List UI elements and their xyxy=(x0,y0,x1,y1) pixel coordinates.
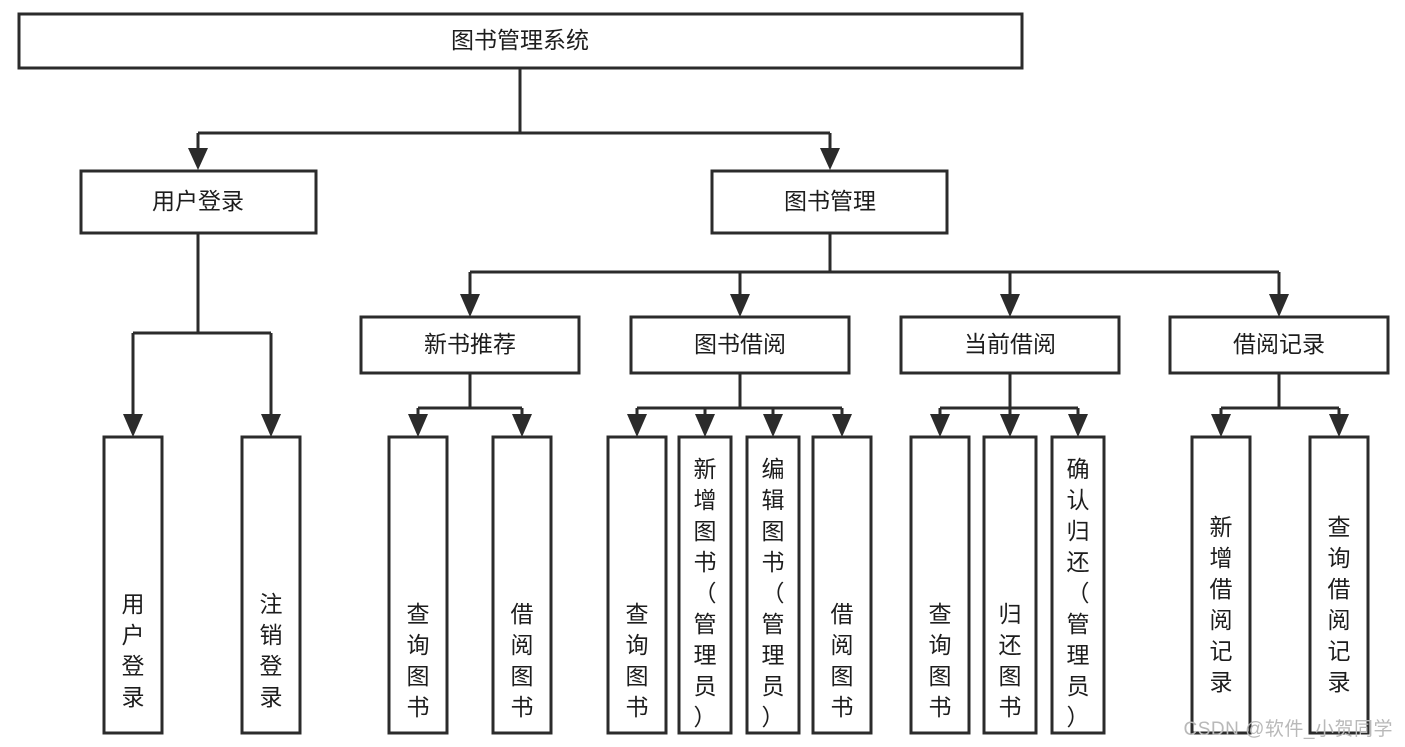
node-leaf-edit-book-box[interactable] xyxy=(745,435,801,735)
node-new-book-recommend[interactable]: 新书推荐 xyxy=(359,315,581,375)
node-book-management[interactable]: 图书管理 xyxy=(710,169,949,235)
node-user-login-box[interactable] xyxy=(79,169,318,235)
node-leaf-query-book-nbr-label: 查询图书 xyxy=(407,601,430,720)
node-leaf-confirm-return-label: 确认归还（管理员） xyxy=(1067,456,1090,730)
arrowhead-l3-3 xyxy=(1000,294,1020,317)
node-root[interactable]: 图书管理系统 xyxy=(17,12,1024,70)
node-borrow-record[interactable]: 借阅记录 xyxy=(1168,315,1390,375)
node-leaf-borrow-book-nbr-label: 借阅图书 xyxy=(511,601,534,720)
connector-group-bookmgmt xyxy=(460,233,1289,317)
node-borrow-record-box[interactable] xyxy=(1168,315,1390,375)
arrowhead-l3-1 xyxy=(460,294,480,317)
node-leaf-user-logout-box[interactable] xyxy=(240,435,302,735)
node-book-management-label: 图书管理 xyxy=(784,188,876,214)
node-leaf-confirm-return-box[interactable] xyxy=(1050,435,1106,735)
node-book-management-box[interactable] xyxy=(710,169,949,235)
node-leaf-user-login-label: 用户登录 xyxy=(122,591,145,710)
connector-group-newbook xyxy=(408,373,532,437)
node-leaf-user-login[interactable]: 用户登录 xyxy=(102,435,164,735)
arrowhead-l3-4 xyxy=(1269,294,1289,317)
node-leaf-borrow-book-nbr-box[interactable] xyxy=(491,435,553,735)
node-leaf-query-borrow-record-label: 查询借阅记录 xyxy=(1328,514,1351,695)
node-leaf-edit-book[interactable]: 编辑图书（管理员） xyxy=(745,435,801,735)
node-leaf-edit-book-label: 编辑图书（管理员） xyxy=(762,456,785,730)
node-leaf-user-login-box[interactable] xyxy=(102,435,164,735)
node-leaf-query-book-cb-label: 查询图书 xyxy=(929,601,952,720)
arrowhead-leaf-borrow-2 xyxy=(695,414,715,437)
node-leaf-query-book-nbr-box[interactable] xyxy=(387,435,449,735)
node-user-login-label: 用户登录 xyxy=(152,188,244,214)
node-leaf-borrow-book-bb[interactable]: 借阅图书 xyxy=(811,435,873,735)
node-leaf-return-book-box[interactable] xyxy=(982,435,1038,735)
node-user-login[interactable]: 用户登录 xyxy=(79,169,318,235)
arrowhead-userlogin xyxy=(188,148,208,170)
arrowhead-leaf-record-1 xyxy=(1211,414,1231,437)
node-leaf-borrow-book-bb-box[interactable] xyxy=(811,435,873,735)
node-leaf-borrow-book-bb-label: 借阅图书 xyxy=(831,601,854,720)
node-leaf-return-book-label: 归还图书 xyxy=(999,601,1022,720)
node-leaf-query-borrow-record[interactable]: 查询借阅记录 xyxy=(1308,435,1370,735)
arrowhead-l3-2 xyxy=(730,294,750,317)
node-leaf-add-borrow-record[interactable]: 新增借阅记录 xyxy=(1190,435,1252,735)
arrowhead-leaf-user-1 xyxy=(123,414,143,437)
arrowhead-leaf-borrow-3 xyxy=(763,414,783,437)
node-leaf-user-logout-label: 注销登录 xyxy=(260,591,283,710)
node-leaf-query-borrow-record-box[interactable] xyxy=(1308,435,1370,735)
node-leaf-user-logout[interactable]: 注销登录 xyxy=(240,435,302,735)
connector-group-current xyxy=(930,373,1088,437)
arrowhead-leaf-current-2 xyxy=(1000,414,1020,437)
arrowhead-leaf-borrow-1 xyxy=(627,414,647,437)
connector-group-userlogin xyxy=(123,233,281,437)
node-leaf-query-book-bb-label: 查询图书 xyxy=(626,601,649,720)
node-book-borrow-box[interactable] xyxy=(629,315,851,375)
connector-group-borrow xyxy=(627,373,852,437)
node-root-box[interactable] xyxy=(17,12,1024,70)
node-borrow-record-label: 借阅记录 xyxy=(1233,331,1325,357)
node-leaf-add-book[interactable]: 新增图书（管理员） xyxy=(677,435,733,735)
node-current-borrow[interactable]: 当前借阅 xyxy=(899,315,1121,375)
connector-group-record xyxy=(1211,373,1349,437)
arrowhead-leaf-user-2 xyxy=(261,414,281,437)
node-leaf-query-book-bb-box[interactable] xyxy=(606,435,668,735)
node-leaf-query-book-cb-box[interactable] xyxy=(909,435,971,735)
node-leaf-query-book-bb[interactable]: 查询图书 xyxy=(606,435,668,735)
arrowhead-leaf-current-3 xyxy=(1068,414,1088,437)
node-leaf-add-borrow-record-box[interactable] xyxy=(1190,435,1252,735)
arrowhead-leaf-newbook-2 xyxy=(512,414,532,437)
arrowhead-leaf-record-2 xyxy=(1329,414,1349,437)
node-current-borrow-label: 当前借阅 xyxy=(964,331,1056,357)
node-root-label: 图书管理系统 xyxy=(451,27,589,53)
node-leaf-query-book-nbr[interactable]: 查询图书 xyxy=(387,435,449,735)
node-leaf-add-book-label: 新增图书（管理员） xyxy=(694,456,717,730)
node-leaf-confirm-return[interactable]: 确认归还（管理员） xyxy=(1050,435,1106,735)
arrowhead-leaf-borrow-4 xyxy=(832,414,852,437)
node-leaf-borrow-book-nbr[interactable]: 借阅图书 xyxy=(491,435,553,735)
arrowhead-leaf-current-1 xyxy=(930,414,950,437)
arrowhead-leaf-newbook-1 xyxy=(408,414,428,437)
node-current-borrow-box[interactable] xyxy=(899,315,1121,375)
node-new-book-recommend-box[interactable] xyxy=(359,315,581,375)
node-new-book-recommend-label: 新书推荐 xyxy=(424,331,516,357)
arrowhead-bookmgmt xyxy=(820,148,840,170)
node-leaf-return-book[interactable]: 归还图书 xyxy=(982,435,1038,735)
node-leaf-query-book-cb[interactable]: 查询图书 xyxy=(909,435,971,735)
node-leaf-add-borrow-record-label: 新增借阅记录 xyxy=(1210,514,1233,695)
node-book-borrow-label: 图书借阅 xyxy=(694,331,786,357)
node-book-borrow[interactable]: 图书借阅 xyxy=(629,315,851,375)
node-leaf-add-book-box[interactable] xyxy=(677,435,733,735)
connector-group-root xyxy=(188,68,840,170)
